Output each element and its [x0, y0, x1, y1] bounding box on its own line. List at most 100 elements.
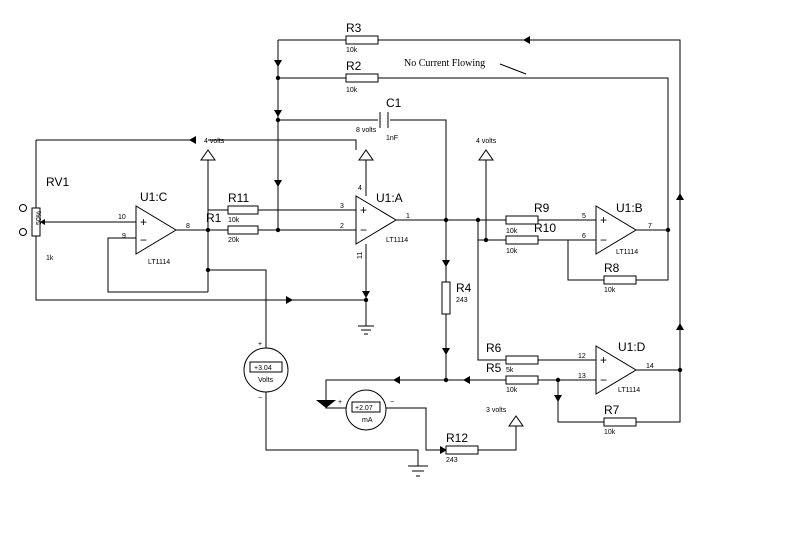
svg-text:50%: 50% [36, 211, 43, 225]
svg-text:R5: R5 [486, 361, 502, 375]
svg-text:−: − [390, 399, 394, 406]
svg-text:3: 3 [340, 203, 344, 210]
svg-text:243: 243 [446, 457, 458, 464]
svg-text:U1:D: U1:D [618, 340, 646, 354]
svg-text:Volts: Volts [258, 377, 274, 384]
svg-text:+: + [258, 341, 262, 348]
capacitor-c1[interactable]: C1 1nF [379, 96, 402, 142]
svg-text:LT1114: LT1114 [386, 237, 408, 244]
resistor-r1[interactable]: R1 20k [206, 211, 259, 244]
potentiometer-rv1[interactable]: RV1 1k 50% [19, 175, 70, 262]
svg-text:6: 6 [582, 233, 586, 240]
svg-text:R10: R10 [534, 221, 556, 235]
supply-3v[interactable]: 3 volts [486, 407, 524, 427]
resistor-r2[interactable]: R2 10k [345, 59, 379, 94]
svg-text:LT1114: LT1114 [618, 387, 640, 394]
svg-text:+3.04: +3.04 [254, 365, 272, 372]
opamp-u1b[interactable]: U1:B LT1114 + − 5 6 7 [582, 201, 652, 256]
svg-text:1nF: 1nF [386, 135, 398, 142]
resistor-r6[interactable]: R6 5k [486, 341, 539, 374]
svg-text:4 volts: 4 volts [476, 138, 497, 145]
annotation-text: No Current Flowing [404, 58, 485, 69]
opamp-u1a[interactable]: U1:A LT1114 + − 3 2 1 4 11 [340, 185, 410, 259]
svg-text:10k: 10k [604, 287, 616, 294]
svg-text:R8: R8 [604, 261, 620, 275]
junctions [205, 75, 683, 383]
resistor-r10[interactable]: R10 10k [505, 221, 556, 255]
svg-text:R3: R3 [346, 21, 362, 35]
svg-text:−: − [360, 223, 367, 237]
svg-text:+: + [360, 203, 367, 217]
resistor-r11[interactable]: R11 10k [227, 191, 259, 224]
resistor-r9[interactable]: R9 10k [505, 201, 550, 235]
svg-text:5k: 5k [506, 367, 514, 374]
svg-text:243: 243 [456, 297, 468, 304]
svg-text:C1: C1 [386, 96, 402, 110]
svg-text:12: 12 [578, 353, 586, 360]
resistor-r8[interactable]: R8 10k [603, 261, 637, 294]
svg-text:4 volts: 4 volts [204, 138, 225, 145]
svg-text:2: 2 [340, 223, 344, 230]
resistor-r5[interactable]: R5 10k [486, 361, 539, 394]
supply-8v[interactable]: 8 volts [356, 127, 377, 166]
opamp-u1c[interactable]: U1:C LT1114 + − 10 9 8 [118, 190, 190, 266]
svg-text:10k: 10k [506, 228, 518, 235]
svg-text:10k: 10k [346, 47, 358, 54]
svg-text:RV1: RV1 [46, 175, 69, 189]
svg-text:−: − [600, 373, 607, 387]
svg-text:8 volts: 8 volts [356, 127, 377, 134]
svg-text:U1:C: U1:C [140, 190, 168, 204]
svg-text:+: + [600, 213, 607, 227]
svg-text:R7: R7 [604, 403, 620, 417]
svg-text:10k: 10k [346, 87, 358, 94]
svg-text:+2.07: +2.07 [355, 405, 373, 412]
voltmeter[interactable]: +3.04 Volts + − [243, 341, 289, 402]
resistor-r7[interactable]: R7 10k [603, 403, 637, 436]
ground-meter [408, 465, 428, 477]
svg-text:+: + [600, 353, 607, 367]
svg-text:R4: R4 [456, 281, 472, 295]
svg-text:R2: R2 [346, 59, 362, 73]
svg-text:R11: R11 [228, 191, 249, 205]
svg-text:−: − [600, 233, 607, 247]
svg-text:10k: 10k [604, 429, 616, 436]
svg-text:+: + [338, 399, 342, 406]
svg-text:20k: 20k [228, 237, 240, 244]
svg-text:−: − [258, 395, 262, 402]
resistor-r4[interactable]: R4 243 [441, 281, 472, 315]
svg-text:LT1114: LT1114 [148, 259, 170, 266]
svg-text:+: + [140, 215, 147, 229]
annotation-pointer [499, 63, 527, 75]
svg-text:R12: R12 [446, 431, 468, 445]
ammeter[interactable]: +2.07 mA + − [338, 389, 394, 431]
wires [35, 39, 681, 466]
svg-text:7: 7 [648, 223, 652, 230]
opamp-u1d[interactable]: U1:D LT1114 + − 12 13 14 [578, 340, 654, 395]
svg-text:10: 10 [118, 214, 126, 221]
svg-text:U1:A: U1:A [376, 191, 403, 205]
svg-text:10k: 10k [506, 387, 518, 394]
svg-text:8: 8 [186, 223, 190, 230]
svg-text:R9: R9 [534, 201, 550, 215]
svg-text:10k: 10k [228, 217, 240, 224]
svg-text:9: 9 [122, 233, 126, 240]
svg-text:R1: R1 [206, 211, 222, 225]
ground-opamp [358, 325, 374, 335]
svg-text:1k: 1k [46, 255, 54, 262]
svg-text:13: 13 [578, 373, 586, 380]
svg-text:R6: R6 [486, 341, 502, 355]
svg-text:mA: mA [362, 417, 373, 424]
resistor-r12[interactable]: R12 243 [445, 431, 479, 464]
supply-4v-right[interactable]: 4 volts [476, 138, 497, 166]
svg-text:U1:B: U1:B [616, 201, 643, 215]
resistor-r3[interactable]: R3 10k [345, 21, 379, 54]
svg-text:14: 14 [646, 363, 654, 370]
svg-text:LT1114: LT1114 [616, 249, 638, 256]
supply-4v-left[interactable]: 4 volts [189, 136, 225, 166]
svg-text:4: 4 [358, 185, 362, 192]
svg-text:−: − [140, 233, 147, 247]
svg-text:5: 5 [582, 213, 586, 220]
svg-text:3 volts: 3 volts [486, 407, 507, 414]
svg-text:10k: 10k [506, 248, 518, 255]
